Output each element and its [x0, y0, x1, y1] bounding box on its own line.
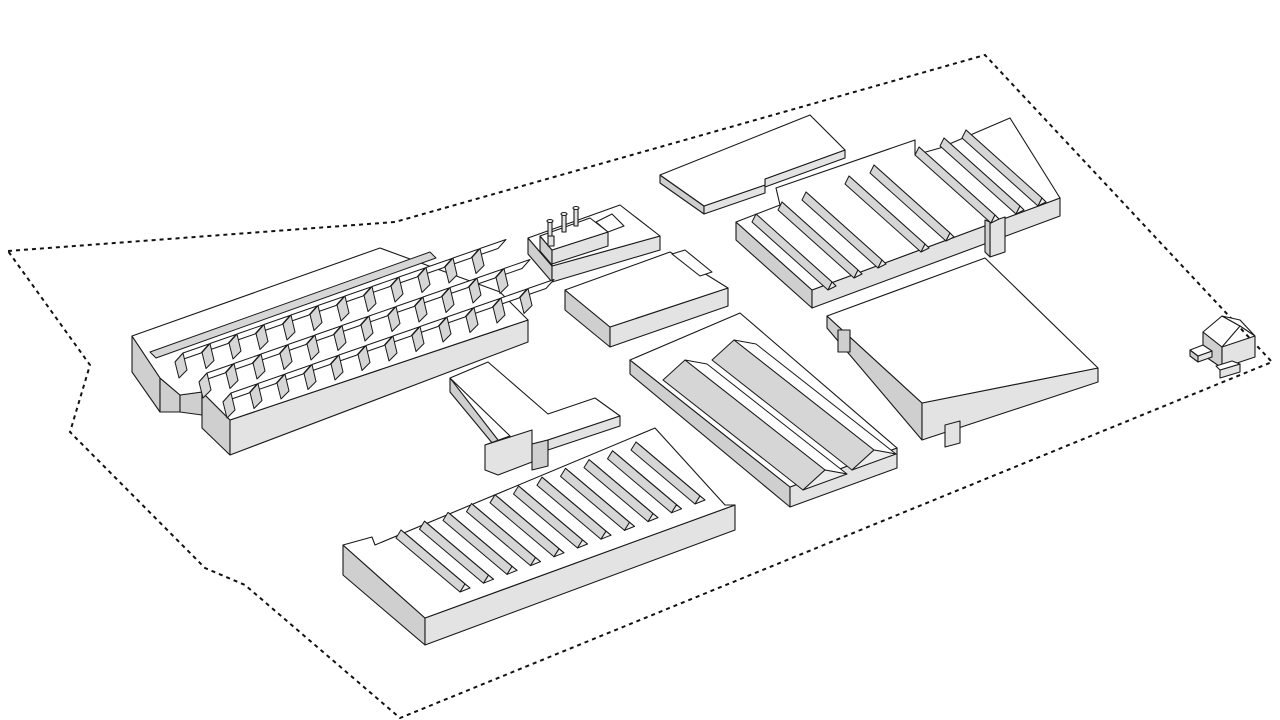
shed-roof-1-10 [468, 268, 504, 304]
site-boundary [6, 53, 1274, 720]
shed-roof-1-7 [387, 297, 423, 332]
ridge-roof-south-6 [536, 476, 612, 540]
shed-roof-1-6 [360, 306, 396, 342]
generated-buildings [131, 117, 1061, 646]
ridge-roof-east-2 [801, 191, 887, 269]
shed-roof-2-7 [411, 317, 447, 352]
central-block [564, 249, 729, 348]
ridge-roof-south-8 [583, 459, 659, 523]
ridge-roof-hall-east [735, 117, 1061, 309]
ridge-roof-south-9 [607, 450, 682, 514]
north-warehouse [659, 114, 846, 215]
shed-roof-2-11 [519, 279, 555, 314]
shed-roof-1-9 [441, 278, 477, 313]
twin-ridge-hall [629, 312, 898, 508]
ridge-roof-south-5 [513, 485, 588, 549]
ridge-roof-east-3 [844, 175, 930, 253]
flat-roof-hall [826, 257, 1099, 448]
ridge-roof-south-1 [419, 520, 494, 584]
shed-roof-2-6 [384, 326, 420, 362]
shed-roof-0-9 [417, 258, 453, 293]
ridge-roof-east-7 [961, 129, 1047, 207]
shed-roof-0-5 [309, 296, 345, 331]
shed-roof-1-3 [279, 335, 315, 370]
shed-roof-0-11 [471, 239, 507, 274]
ridge-roof-twin-1 [711, 339, 897, 471]
shed-roof-0-0 [174, 343, 210, 379]
shed-roof-1-2 [252, 344, 288, 380]
shed-roof-2-8 [438, 307, 474, 343]
ridge-roof-south-0 [395, 529, 471, 593]
chimney-workshop [527, 204, 661, 283]
shed-roof-1-1 [225, 354, 261, 389]
ridge-roof-south-3 [466, 503, 541, 567]
shed-roof-1-4 [306, 325, 342, 361]
ridge-roof-twin-0 [662, 359, 848, 491]
ridge-roof-south-10 [630, 441, 706, 505]
ridge-roof-south-2 [442, 511, 518, 575]
shed-roof-2-9 [465, 298, 501, 333]
shed-roof-2-10 [492, 288, 528, 324]
ridge-roof-south-7 [560, 467, 635, 531]
ridge-roof-east-5 [914, 146, 1000, 224]
small-house [1189, 315, 1256, 379]
shed-roof-0-3 [255, 315, 291, 350]
sawtooth-shed-hall [131, 239, 555, 456]
ridge-roof-south-4 [489, 494, 565, 558]
ridge-roof-east-6 [939, 137, 1025, 215]
shed-roof-2-3 [303, 355, 339, 390]
ridge-roof-hall-south [342, 427, 736, 646]
shed-roof-2-4 [330, 345, 366, 381]
shed-roof-2-5 [357, 336, 393, 371]
shed-roof-0-2 [228, 324, 264, 360]
ridge-roof-east-1 [777, 201, 863, 279]
shed-roof-1-11 [495, 259, 531, 294]
ridge-roof-east-4 [869, 164, 955, 242]
ridge-roof-east-0 [751, 213, 837, 291]
t-shaped-building [449, 361, 621, 476]
